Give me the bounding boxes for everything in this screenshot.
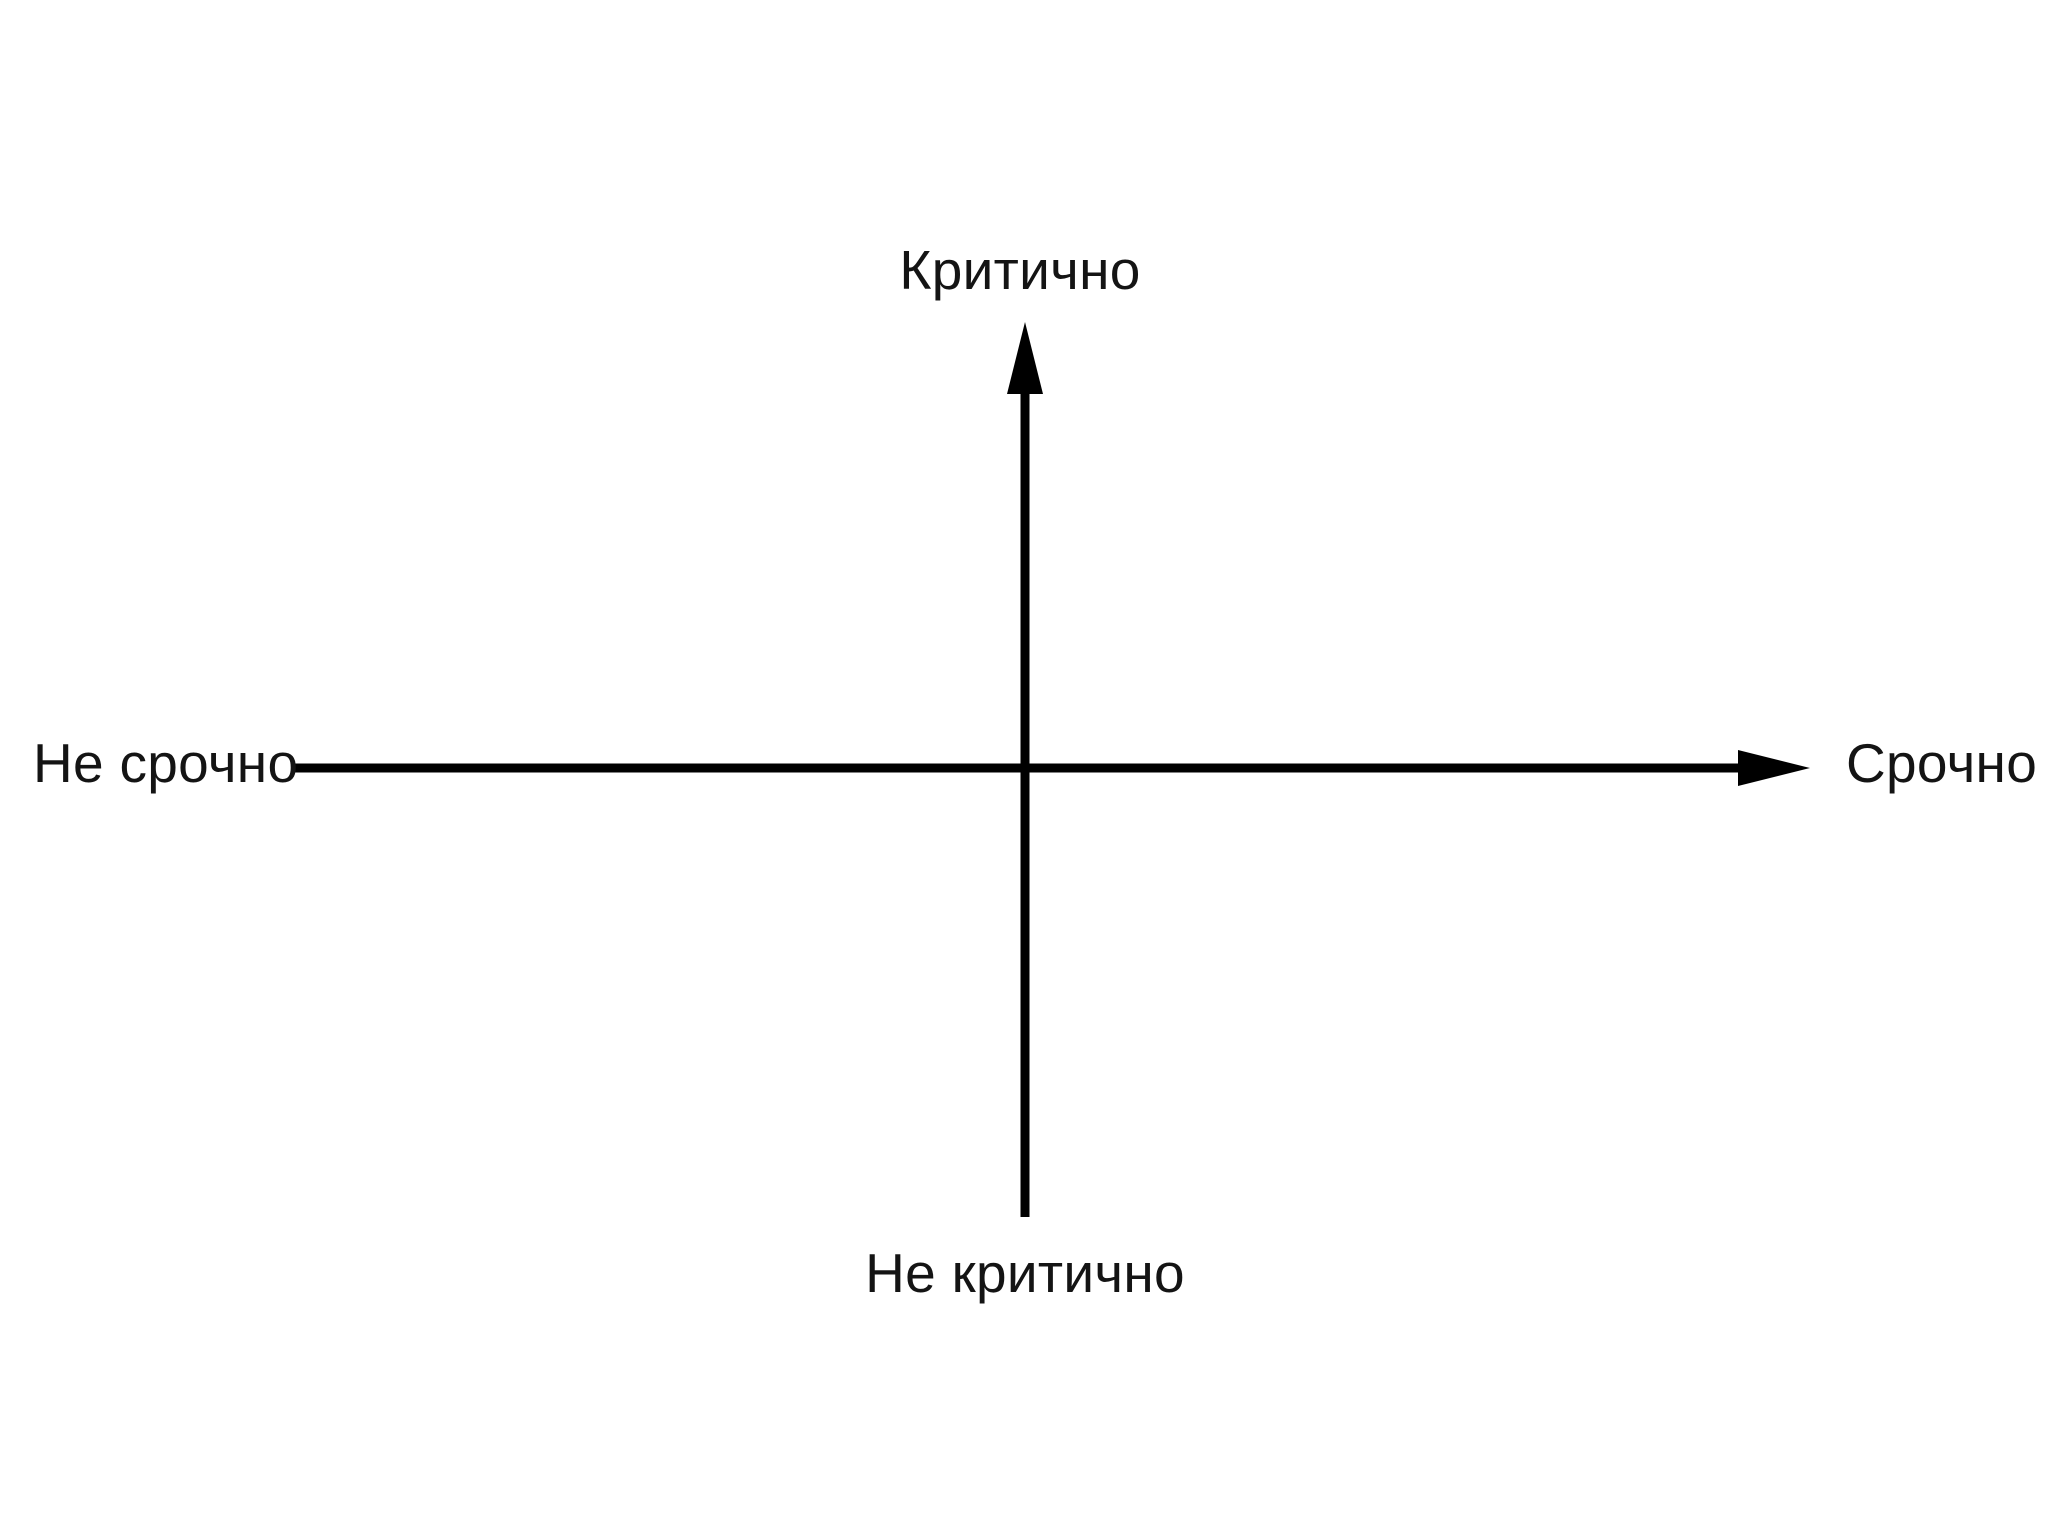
y-axis-bottom-label: Не критично xyxy=(865,1242,1185,1304)
right-arrowhead-icon xyxy=(1738,750,1810,786)
x-axis-left-label: Не срочно xyxy=(33,732,299,794)
x-axis-right-label: Срочно xyxy=(1846,732,2038,794)
y-axis-top-label: Критично xyxy=(899,239,1141,301)
up-arrowhead-icon xyxy=(1007,322,1043,394)
